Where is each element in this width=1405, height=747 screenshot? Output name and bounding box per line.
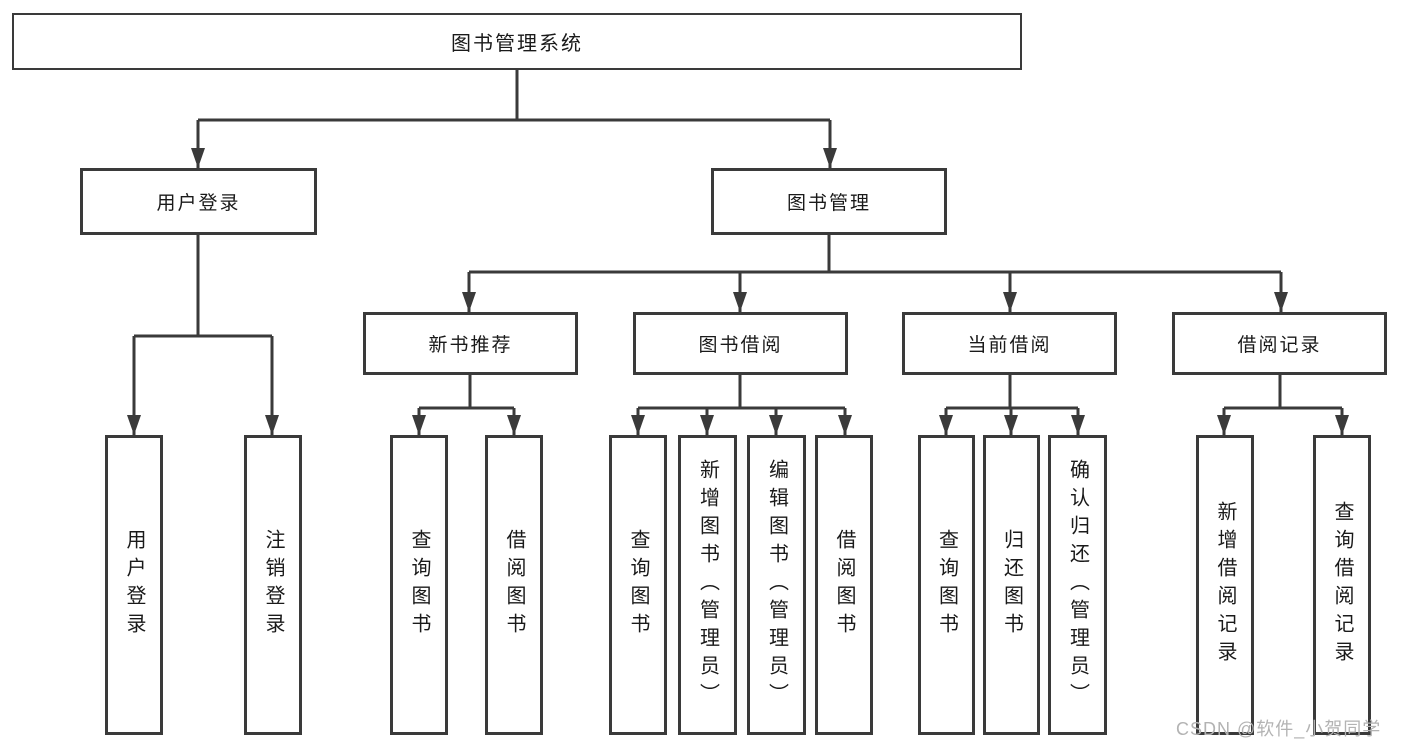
leaf-query-books: 查询图书 <box>918 435 975 735</box>
node-label: 用户登录 <box>123 529 145 641</box>
leaf-query-borrow-record: 查询借阅记录 <box>1313 435 1371 735</box>
leaf-logout: 注销登录 <box>244 435 302 735</box>
node-book-borrowing: 图书借阅 <box>633 312 848 375</box>
node-label: 图书借阅 <box>698 335 783 356</box>
leaf-borrow-books: 借阅图书 <box>815 435 873 735</box>
node-label: 确认归还（管理员） <box>1066 459 1089 711</box>
node-label: 新书推荐 <box>428 335 513 356</box>
node-label: 查询借阅记录 <box>1331 501 1353 669</box>
node-current-borrowing: 当前借阅 <box>902 312 1117 375</box>
node-label: 查询图书 <box>627 529 649 641</box>
leaf-confirm-return-admin: 确认归还（管理员） <box>1048 435 1107 735</box>
leaf-query-books: 查询图书 <box>609 435 667 735</box>
node-book-management: 图书管理 <box>711 168 947 235</box>
arrow-heads <box>127 148 1349 435</box>
node-label: 查询图书 <box>935 529 958 641</box>
node-label: 查询图书 <box>408 529 430 641</box>
node-label: 新增借阅记录 <box>1214 501 1236 669</box>
node-label: 新增图书（管理员） <box>696 459 719 711</box>
node-user-login: 用户登录 <box>80 168 317 235</box>
leaf-user-login: 用户登录 <box>105 435 163 735</box>
leaf-borrow-books: 借阅图书 <box>485 435 543 735</box>
leaf-query-books: 查询图书 <box>390 435 448 735</box>
node-label: 借阅图书 <box>833 529 855 641</box>
node-label: 借阅记录 <box>1237 335 1322 356</box>
node-library-management-system: 图书管理系统 <box>12 13 1022 70</box>
leaf-add-borrow-record: 新增借阅记录 <box>1196 435 1254 735</box>
node-new-book-recommend: 新书推荐 <box>363 312 578 375</box>
node-label: 图书管理 <box>786 193 871 214</box>
node-label: 注销登录 <box>262 529 284 641</box>
watermark: CSDN @软件_小贺同学 <box>1176 719 1382 739</box>
node-label: 图书管理系统 <box>451 33 583 55</box>
node-borrowing-records: 借阅记录 <box>1172 312 1387 375</box>
node-label: 编辑图书（管理员） <box>765 459 788 711</box>
connector-lines <box>132 70 1344 435</box>
leaf-return-books: 归还图书 <box>983 435 1040 735</box>
leaf-edit-books-admin: 编辑图书（管理员） <box>747 435 806 735</box>
leaf-add-books-admin: 新增图书（管理员） <box>678 435 737 735</box>
node-label: 借阅图书 <box>503 529 525 641</box>
node-label: 用户登录 <box>156 193 241 214</box>
node-label: 归还图书 <box>1000 529 1023 641</box>
node-label: 当前借阅 <box>967 335 1052 356</box>
